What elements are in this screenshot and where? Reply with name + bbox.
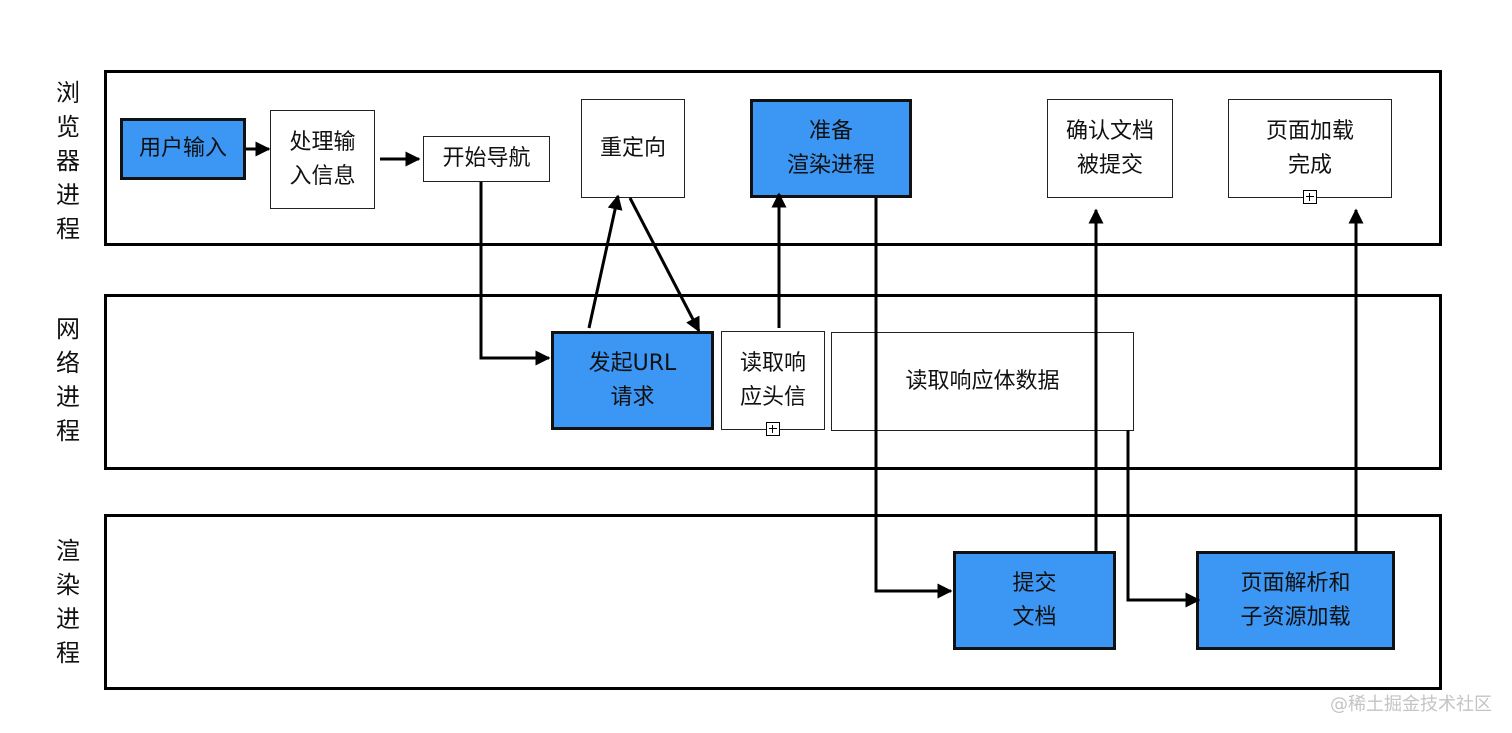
page-parse-subresource-load-node: 页面解析和 子资源加载 [1196,551,1395,650]
renderer-process-label: 渲 染 进 程 [56,537,80,667]
browser-process-label: 浏 览 器 进 程 [56,79,80,243]
read-response-body-node: 读取响应体数据 [831,332,1134,431]
process-input-node: 处理输 入信息 [270,110,375,209]
page-load-complete-node: 页面加载 完成 [1228,99,1392,198]
user-input-node: 用户输入 [120,118,246,180]
watermark: @稀土掘金技术社区 [1330,694,1492,715]
url-request-node: 发起URL 请求 [551,331,714,430]
redirect-node: 重定向 [581,99,685,198]
commit-document-node: 提交 文档 [953,551,1116,650]
start-navigation-node: 开始导航 [423,136,550,182]
network-process-label: 网 络 进 程 [56,315,80,445]
read-response-headers-node: 读取响 应头信 [721,331,825,430]
page-load-expand-icon[interactable] [1303,190,1317,204]
read-headers-expand-icon[interactable] [766,422,780,436]
confirm-document-committed-node: 确认文档 被提交 [1047,99,1173,198]
prepare-render-process-node: 准备 渲染进程 [750,99,912,198]
